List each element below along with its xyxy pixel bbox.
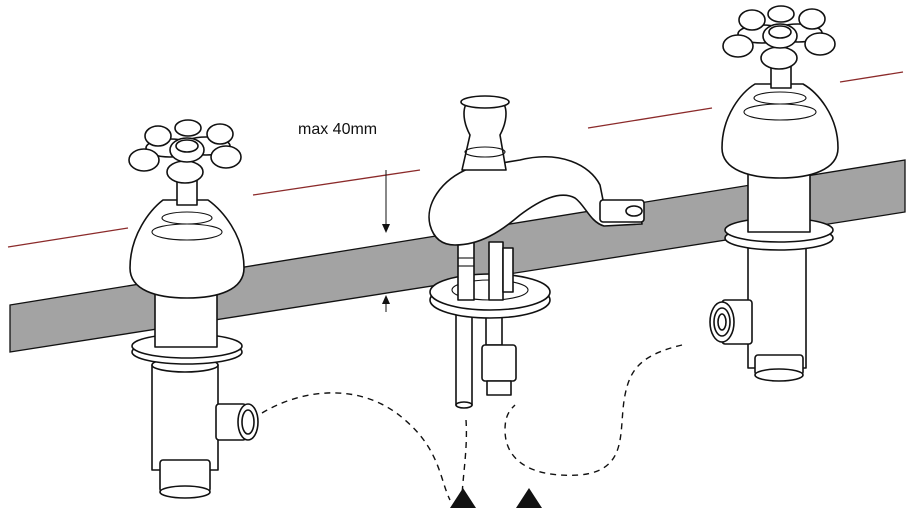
max-thickness-label: max 40mm	[298, 121, 378, 138]
basin-rim-lines	[7, 71, 904, 248]
arrow-left	[450, 488, 476, 508]
right-cross-handle-valve	[709, 5, 839, 382]
supply-hoses	[261, 344, 683, 501]
hose-center	[461, 419, 468, 501]
center-spout-mixer	[428, 95, 645, 409]
hose-right	[504, 344, 683, 477]
arrow-right	[516, 488, 542, 508]
hose-left	[261, 392, 451, 501]
left-cross-handle-valve	[128, 119, 259, 499]
thickness-dimension	[382, 170, 390, 312]
flow-arrows	[450, 488, 542, 508]
